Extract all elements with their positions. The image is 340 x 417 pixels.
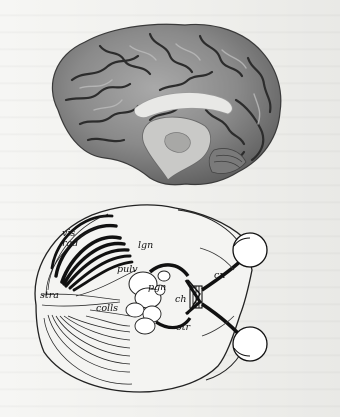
brain-photograph — [52, 24, 280, 185]
label-pulv: pulv — [117, 264, 138, 275]
label-cn: cn — [214, 270, 225, 281]
label-rad: rad — [62, 238, 78, 249]
label-pgn: pgn — [148, 282, 166, 293]
label-otr: otr — [176, 322, 192, 333]
visual-pathway-diagram: vis rad lgn pulv pgn cn ch stra colls ot… — [35, 205, 267, 392]
label-stra: stra — [40, 290, 59, 301]
label-lgn: lgn — [138, 240, 153, 251]
label-colls: colls — [96, 303, 118, 314]
label-ch: ch — [175, 294, 186, 305]
